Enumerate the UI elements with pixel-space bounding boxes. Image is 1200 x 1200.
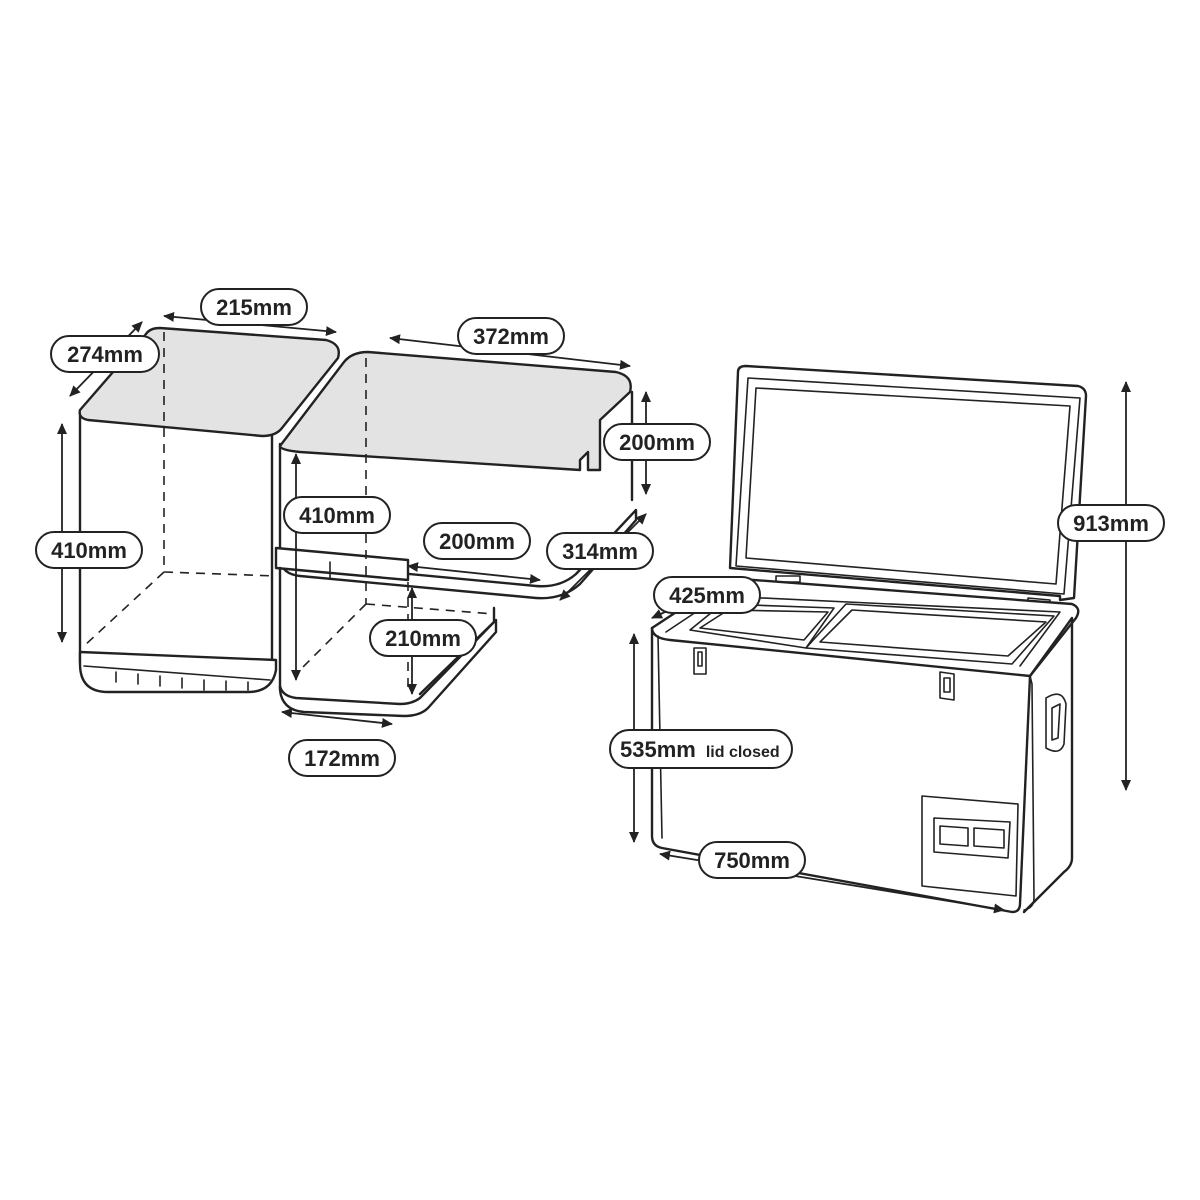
label-right-width-text: 372mm <box>473 324 549 349</box>
label-left-height: 410mm <box>35 531 143 569</box>
right-basket <box>274 350 638 718</box>
label-right-width: 372mm <box>457 317 565 355</box>
fridge-illustration <box>650 364 1088 914</box>
label-right-base: 172mm <box>288 739 396 777</box>
label-right-inner-width-text: 200mm <box>439 529 515 554</box>
label-left-width: 215mm <box>200 288 308 326</box>
label-fridge-total-height: 913mm <box>1057 504 1165 542</box>
label-fridge-width-text: 750mm <box>714 848 790 873</box>
label-fridge-total-height-text: 913mm <box>1073 511 1149 536</box>
label-fridge-height-text: 535mm <box>620 737 696 762</box>
label-left-height-text: 410mm <box>51 538 127 563</box>
label-right-depth: 314mm <box>546 532 654 570</box>
svg-text:535mm lid closed: 535mm lid closed <box>620 737 780 762</box>
label-fridge-depth-text: 425mm <box>669 583 745 608</box>
label-right-height: 410mm <box>283 496 391 534</box>
label-right-height-text: 410mm <box>299 503 375 528</box>
label-fridge-depth: 425mm <box>653 576 761 614</box>
label-right-lower-height-text: 210mm <box>385 626 461 651</box>
label-right-inner-width: 200mm <box>423 522 531 560</box>
label-left-width-text: 215mm <box>216 295 292 320</box>
label-right-base-text: 172mm <box>304 746 380 771</box>
label-right-upper-height-text: 200mm <box>619 430 695 455</box>
label-left-depth-text: 274mm <box>67 342 143 367</box>
label-right-depth-text: 314mm <box>562 539 638 564</box>
label-fridge-width: 750mm <box>698 841 806 879</box>
label-right-upper-height: 200mm <box>603 423 711 461</box>
label-fridge-height: 535mm lid closed <box>609 729 793 769</box>
label-right-lower-height: 210mm <box>369 619 477 657</box>
label-left-depth: 274mm <box>50 335 160 373</box>
label-fridge-height-note: lid closed <box>706 744 780 761</box>
